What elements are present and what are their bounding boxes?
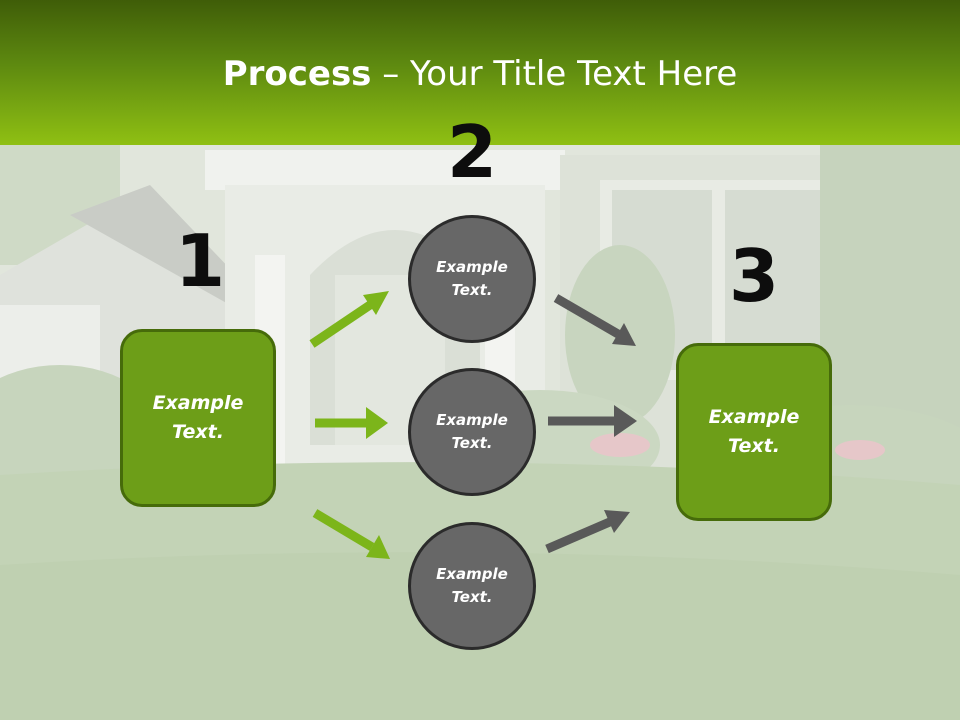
circle-top-text-line1: Example [436,258,508,276]
step-number-2: 2 [446,110,498,194]
step3-box-text-line2: Text. [728,435,780,457]
title-bold-part: Process [222,54,372,94]
step2-circle-top[interactable]: Example Text. [408,215,536,343]
step2-circle-bottom[interactable]: Example Text. [408,522,536,650]
step3-box-text-line1: Example [708,406,800,428]
step-number-3: 3 [728,234,780,318]
slide-title: Process – Your Title Text Here [0,52,960,96]
circle-top-text-line2: Text. [451,281,493,299]
circle-middle-text-line2: Text. [451,434,493,452]
title-banner [0,0,960,145]
circle-middle-text-line1: Example [436,411,508,429]
step2-circle-middle[interactable]: Example Text. [408,368,536,496]
circle-bottom-text-line1: Example [436,565,508,583]
circle-bottom-text-line2: Text. [451,588,493,606]
title-regular-part: – Your Title Text Here [371,54,738,94]
step-number-1: 1 [174,219,226,303]
step1-box-text-line1: Example [152,392,244,414]
step1-box[interactable]: Example Text. [120,329,276,507]
step3-box[interactable]: Example Text. [676,343,832,521]
step1-box-text-line2: Text. [172,421,224,443]
